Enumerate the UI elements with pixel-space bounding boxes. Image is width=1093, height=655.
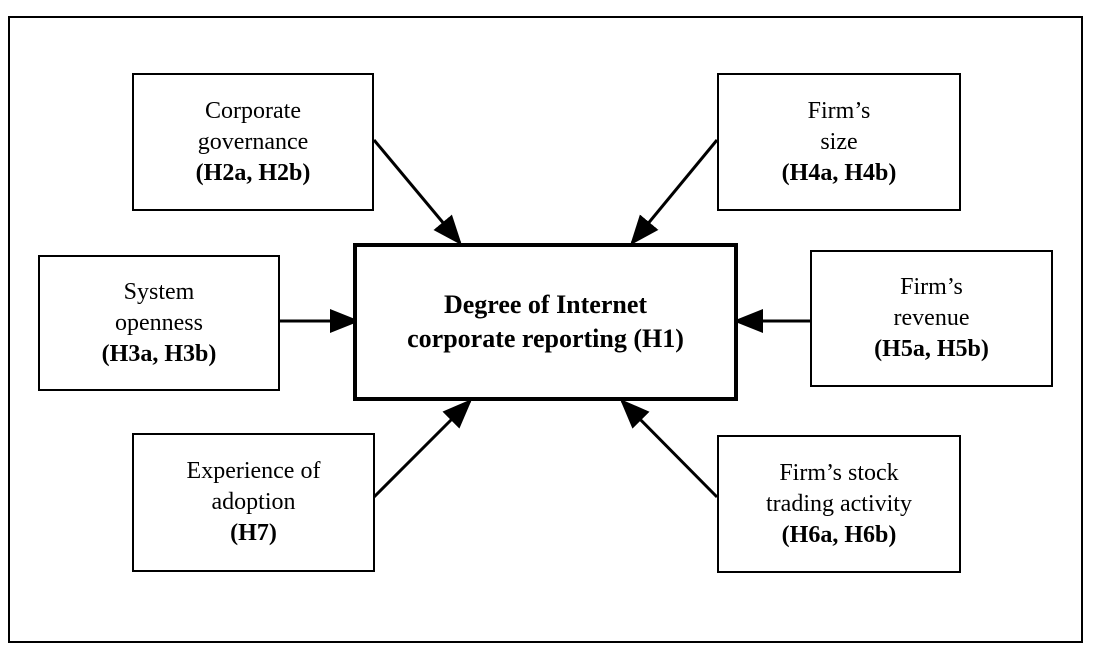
factor-box-firm-revenue: Firm’s revenue (H5a, H5b) (810, 250, 1053, 387)
hypothesis-code: (H6a, H6b) (781, 521, 897, 548)
hypothesis-code: (H7) (230, 520, 277, 546)
central-construct-line1: Degree of Internet (443, 290, 648, 319)
factor-box-corporate-governance: Corporate governance (H2a, H2b) (132, 73, 374, 211)
hypothesis-code: (H2a, H2b) (195, 159, 311, 186)
hypothesis-code: (H5a, H5b) (874, 336, 989, 362)
factor-label-line2: adoption (211, 489, 296, 515)
factor-label-line2: revenue (893, 305, 970, 331)
factor-label-line2: openness (115, 309, 203, 336)
factor-label-line2: size (820, 128, 858, 155)
factor-box-system-openness: System openness (H3a, H3b) (38, 255, 280, 391)
factor-box-stock-trading-activity: Firm’s stock trading activity (H6a, H6b) (717, 435, 961, 573)
arrow-governance (372, 139, 462, 246)
central-construct-box: Degree of Internet corporate reporting (… (353, 243, 738, 401)
arrow-stock (619, 398, 719, 499)
hypothesis-code: (H3a, H3b) (101, 340, 217, 367)
factor-box-firm-size: Firm’s size (H4a, H4b) (717, 73, 961, 211)
arrow-experience (372, 398, 473, 499)
factor-label-line1: Firm’s stock (779, 459, 899, 486)
factor-label-line2: trading activity (766, 490, 912, 517)
factor-box-experience-of-adoption: Experience of adoption (H7) (132, 433, 375, 572)
factor-label-line1: Firm’s (900, 274, 963, 300)
arrow-size (630, 139, 719, 246)
central-construct-line2: corporate reporting (H1) (407, 324, 684, 353)
factor-label-line2: governance (197, 128, 309, 155)
factor-label-line1: System (123, 278, 195, 305)
factor-label-line1: Firm’s (807, 97, 871, 124)
factor-label-line1: Corporate (205, 97, 301, 124)
hypothesis-code: (H4a, H4b) (781, 159, 897, 186)
factor-label-line1: Experience of (186, 458, 321, 484)
diagram-frame (8, 16, 1083, 643)
